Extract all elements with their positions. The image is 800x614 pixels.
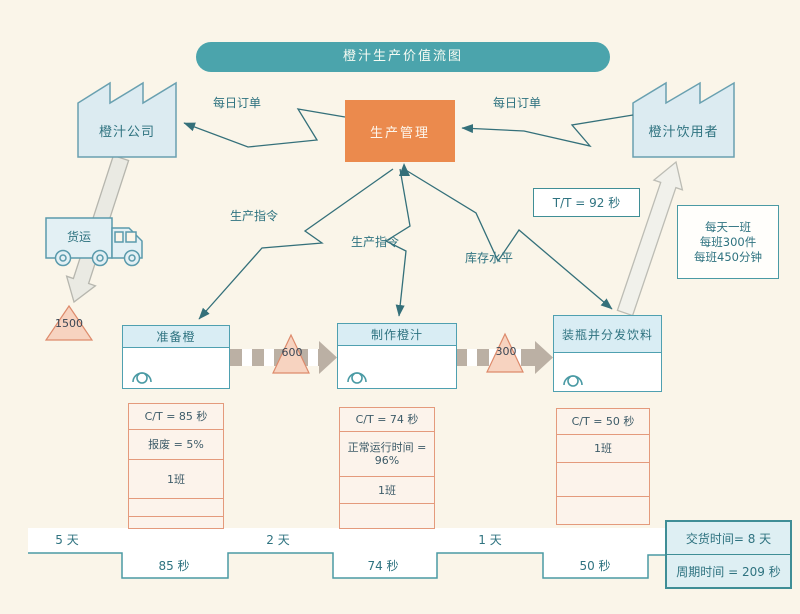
daily-order-arrow-left — [183, 108, 346, 148]
inventory-triangle-wip2[interactable] — [486, 332, 524, 373]
data-row — [129, 499, 223, 517]
shift-info-box[interactable]: 每天一班 每班300件 每班450分钟 — [677, 205, 779, 279]
inventory-triangle-raw[interactable] — [44, 304, 94, 341]
data-row — [340, 504, 434, 528]
data-row: C/T = 50 秒 — [557, 409, 649, 435]
data-row: 1班 — [129, 460, 223, 499]
truck-icon[interactable] — [45, 217, 143, 267]
daily-order-label-right: 每日订单 — [492, 96, 541, 110]
timeline-process-1: 85 秒 — [158, 559, 190, 573]
production-order-label-mid: 生产指令 — [350, 235, 399, 249]
daily-order-arrow-right — [461, 114, 634, 148]
cycle-time-value: 周期时间 = 209 秒 — [676, 564, 781, 579]
process-body — [338, 346, 456, 388]
factory-icon-customer[interactable] — [632, 81, 735, 158]
data-box-prepare-oranges[interactable]: C/T = 85 秒 报废 = 5% 1班 — [128, 403, 224, 529]
data-row: 报废 = 5% — [129, 430, 223, 460]
data-box-make-juice[interactable]: C/T = 74 秒 正常运行时间 = 96% 1班 — [339, 407, 435, 529]
data-row: C/T = 74 秒 — [340, 408, 434, 432]
data-row — [557, 463, 649, 497]
production-order-arrow-left — [198, 168, 394, 320]
process-box-prepare-oranges[interactable]: 准备橙 — [122, 325, 230, 389]
process-title: 制作橙汁 — [338, 324, 456, 346]
data-box-bottle-distribute[interactable]: C/T = 50 秒 1班 — [556, 408, 650, 525]
inventory-level-arrow — [403, 168, 613, 310]
daily-order-label-left: 每日订单 — [212, 96, 261, 110]
production-order-label-left: 生产指令 — [229, 209, 278, 223]
takt-time-box[interactable]: T/T = 92 秒 — [533, 188, 640, 217]
inventory-level-label: 库存水平 — [464, 251, 513, 265]
timeline-band — [28, 528, 665, 578]
production-control-box[interactable]: 生产管理 — [345, 100, 455, 162]
inventory-triangle-wip1[interactable] — [272, 333, 310, 374]
timeline-wait-2: 2 天 — [266, 533, 290, 547]
operator-icon — [347, 372, 367, 384]
process-title: 装瓶并分发饮料 — [554, 316, 661, 353]
timeline-process-2: 74 秒 — [367, 559, 399, 573]
inventory-qty-raw: 1500 — [55, 317, 83, 330]
customer-label: 橙汁饮用者 — [648, 125, 719, 140]
inventory-qty-wip1: 600 — [281, 346, 303, 359]
timeline-summary-box[interactable]: 交货时间= 8 天 周期时间 = 209 秒 — [665, 520, 792, 589]
freight-label: 货运 — [66, 230, 91, 244]
process-title: 准备橙 — [123, 326, 229, 348]
process-box-bottle-distribute[interactable]: 装瓶并分发饮料 — [553, 315, 662, 392]
diagram-title: 橙汁生产价值流图 — [196, 42, 610, 72]
supplier-label: 橙汁公司 — [98, 125, 155, 140]
factory-icon-supplier[interactable] — [77, 81, 177, 158]
process-body — [123, 348, 229, 388]
process-box-make-juice[interactable]: 制作橙汁 — [337, 323, 457, 389]
timeline-process-3: 50 秒 — [579, 559, 611, 573]
production-order-arrow-mid — [384, 168, 411, 317]
info-flow-arrows — [183, 108, 634, 320]
timeline-wait-3: 1 天 — [478, 533, 502, 547]
shift-info-line: 每班450分钟 — [694, 249, 762, 264]
data-row: C/T = 85 秒 — [129, 404, 223, 430]
data-row: 正常运行时间 = 96% — [340, 432, 434, 477]
operator-icon — [563, 375, 583, 387]
data-row — [557, 497, 649, 524]
data-row: 1班 — [557, 435, 649, 463]
shift-info-line: 每班300件 — [699, 234, 757, 249]
inventory-level-arrowhead-up — [399, 163, 410, 176]
process-body — [554, 353, 661, 391]
timeline-wait-1: 5 天 — [55, 533, 79, 547]
data-row — [129, 517, 223, 528]
shift-info-line: 每天一班 — [705, 219, 751, 234]
inventory-qty-wip2: 300 — [495, 345, 517, 358]
operator-icon — [132, 372, 152, 384]
lead-time-value: 交货时间= 8 天 — [667, 522, 790, 555]
shipment-arrow-customer — [616, 160, 684, 317]
timeline-step-line — [28, 552, 665, 579]
data-row: 1班 — [340, 477, 434, 504]
